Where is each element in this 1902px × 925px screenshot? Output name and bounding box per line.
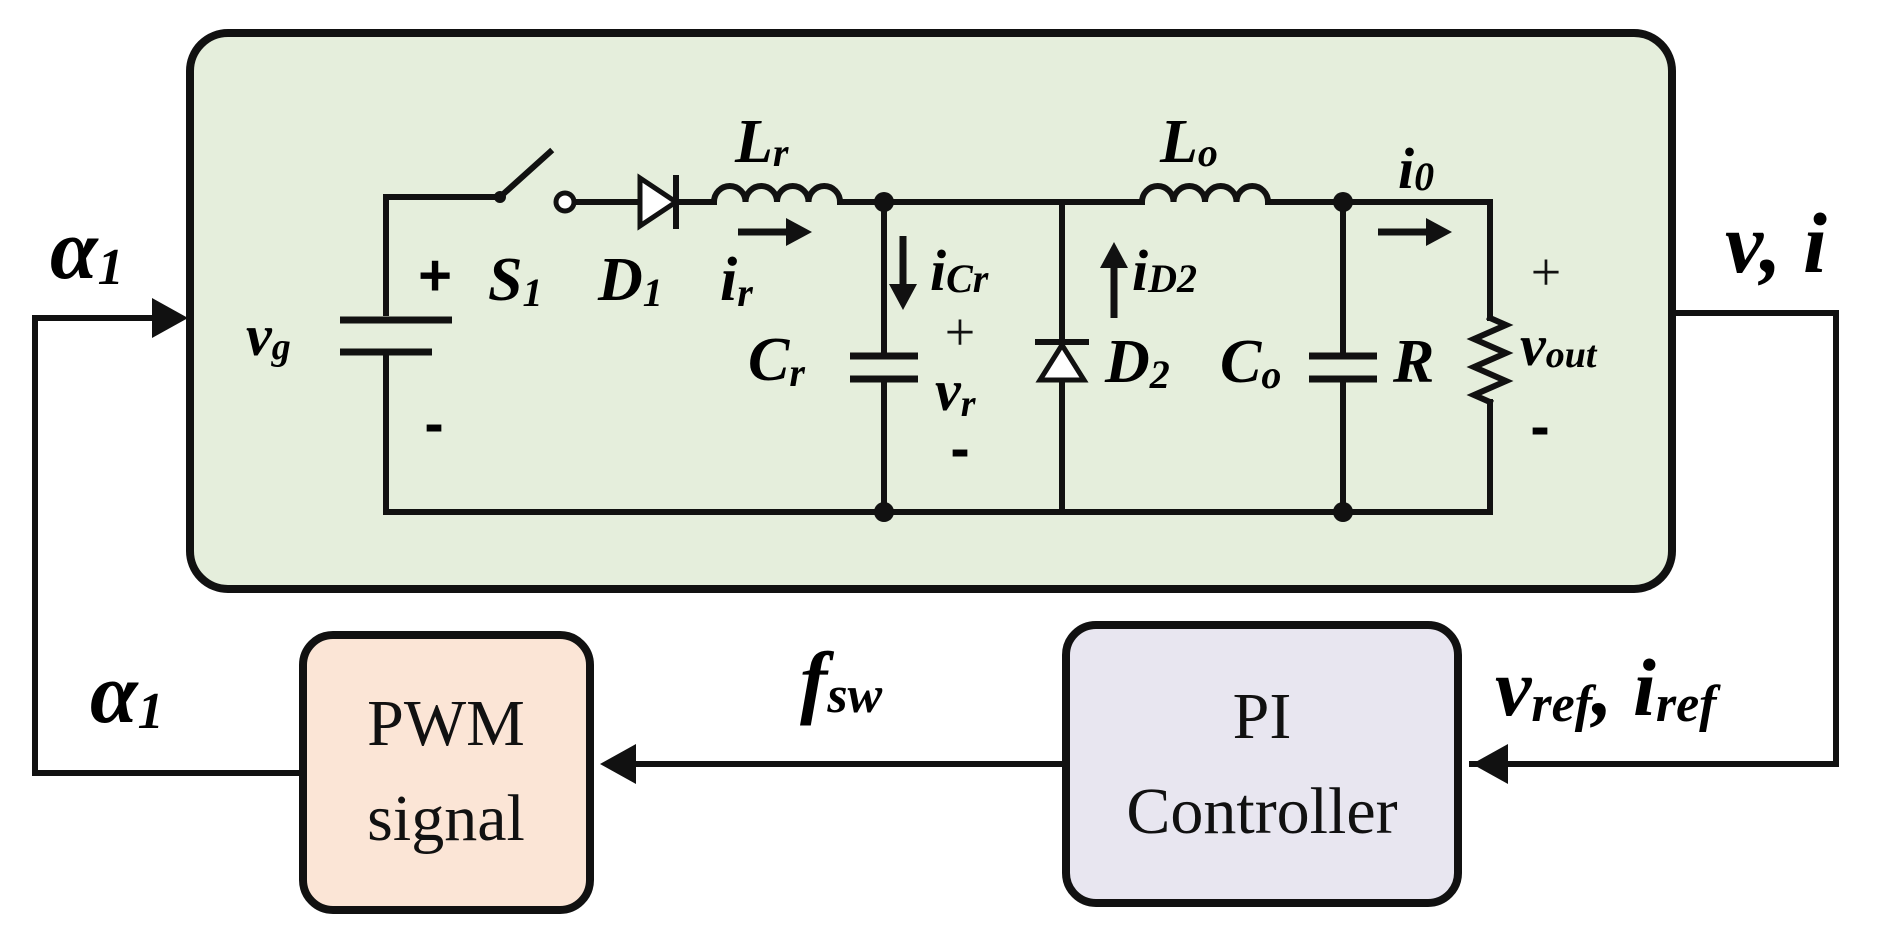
label-vr-minus: - <box>950 416 969 481</box>
arrowhead-pwm-input <box>600 744 636 784</box>
pi-label-line1: PI <box>1233 680 1292 753</box>
current-arrow-ir <box>738 218 812 246</box>
label-alpha-out: α1 <box>90 645 164 741</box>
label-icr: iCr <box>930 238 989 303</box>
label-r: R <box>1392 328 1434 396</box>
pwm-signal-block <box>299 631 594 914</box>
label-s1: S1 <box>488 246 542 315</box>
label-d2: D2 <box>1104 328 1170 397</box>
label-vout-plus: + <box>1531 242 1561 302</box>
label-vr-plus: + <box>945 302 975 362</box>
label-vout-minus: - <box>1530 394 1549 459</box>
arrowhead-converter-input <box>152 298 188 338</box>
label-cr: Cr <box>748 326 805 395</box>
label-vg: vg <box>246 303 291 368</box>
switch-s1 <box>494 147 577 214</box>
label-co: Co <box>1220 328 1281 397</box>
arrowhead-pi-input <box>1472 744 1508 784</box>
label-reference: vref, iref <box>1495 642 1721 733</box>
label-vout: vout <box>1520 313 1598 378</box>
junction-dots <box>874 192 1353 522</box>
feedback-wires <box>32 310 1839 776</box>
diode-d2 <box>1035 339 1089 383</box>
circuit-wires <box>383 194 1493 515</box>
inductor-lo <box>1138 183 1272 206</box>
inductor-lr <box>710 183 844 206</box>
label-fsw: fsw <box>800 635 883 726</box>
resistor-r <box>1466 314 1514 406</box>
current-arrow-io <box>1378 218 1452 246</box>
label-vg-plus: + <box>418 243 452 308</box>
label-io: i0 <box>1398 136 1434 201</box>
current-arrow-id2 <box>1100 242 1128 318</box>
diode-d1 <box>637 173 681 231</box>
label-d1: D1 <box>597 246 663 315</box>
label-vr: vr <box>935 358 977 425</box>
label-alpha-in: α1 <box>50 201 124 297</box>
label-lr: Lr <box>734 108 789 176</box>
pi-label-line2: Controller <box>1126 775 1397 848</box>
label-vg-minus: - <box>424 391 443 456</box>
pwm-label-line1: PWM <box>367 687 525 760</box>
label-id2: iD2 <box>1132 238 1197 303</box>
pi-controller-block <box>1062 621 1462 907</box>
label-ir: ir <box>720 246 753 315</box>
label-feedback-vi: v, i <box>1725 195 1827 291</box>
current-arrow-icr <box>889 236 917 310</box>
converter-block <box>186 29 1676 593</box>
label-lo: Lo <box>1159 108 1218 176</box>
pwm-label-line2: signal <box>367 782 525 855</box>
